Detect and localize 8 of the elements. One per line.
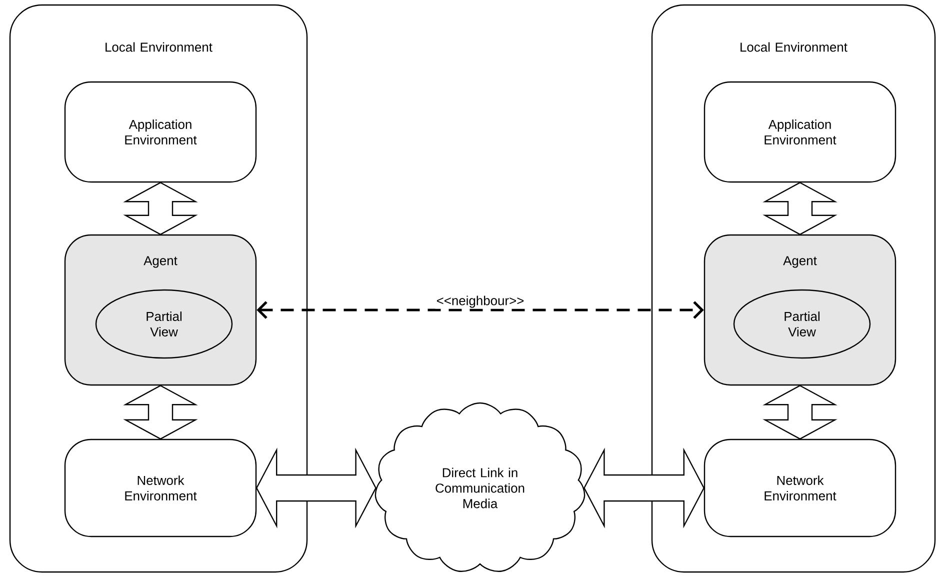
block-arrow <box>584 448 705 528</box>
dashed-arrow <box>256 301 704 319</box>
edge-label: <<neighbour>> <box>435 294 526 309</box>
rounded-box: Application Environment <box>64 81 257 183</box>
rounded-box: Network Environment <box>64 438 257 538</box>
rounded-box: Network Environment <box>704 438 896 538</box>
rounded-box: Application Environment <box>704 81 896 183</box>
cloud: Direct Link in Communication Media <box>374 402 586 572</box>
